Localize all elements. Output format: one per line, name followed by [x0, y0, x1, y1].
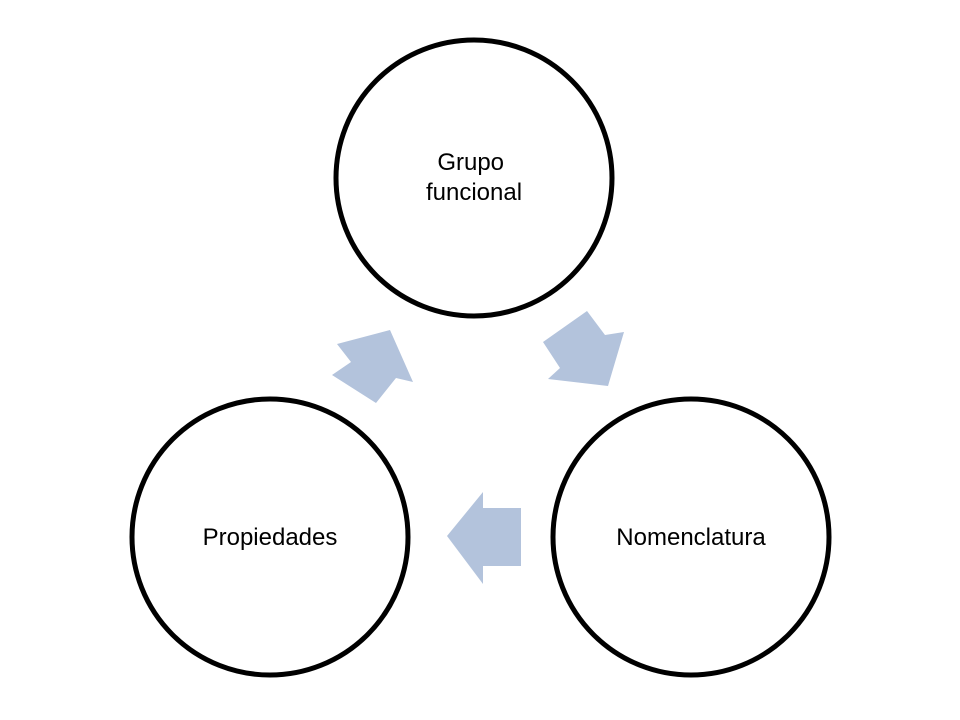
node-nomenclatura: Nomenclatura [550, 396, 832, 678]
node-grupo-funcional: Grupo funcional [333, 37, 615, 319]
node-label-line-1: Grupo [437, 149, 504, 176]
node-circle-propiedades [129, 396, 411, 678]
node-label-nomenclatura: Nomenclatura [616, 524, 766, 551]
arrow-grupo-to-nomenclatura [543, 311, 624, 386]
node-circle-nomenclatura [550, 396, 832, 678]
arrow-propiedades-to-grupo [332, 330, 413, 403]
node-label-line-2: funcional [426, 179, 522, 206]
node-label-propiedades: Propiedades [203, 524, 338, 551]
node-label-grupo-funcional: Grupo funcional [426, 149, 522, 206]
arrow-nomenclatura-to-propiedades [447, 492, 521, 584]
node-propiedades: Propiedades [129, 396, 411, 678]
node-circle-grupo-funcional [333, 37, 615, 319]
